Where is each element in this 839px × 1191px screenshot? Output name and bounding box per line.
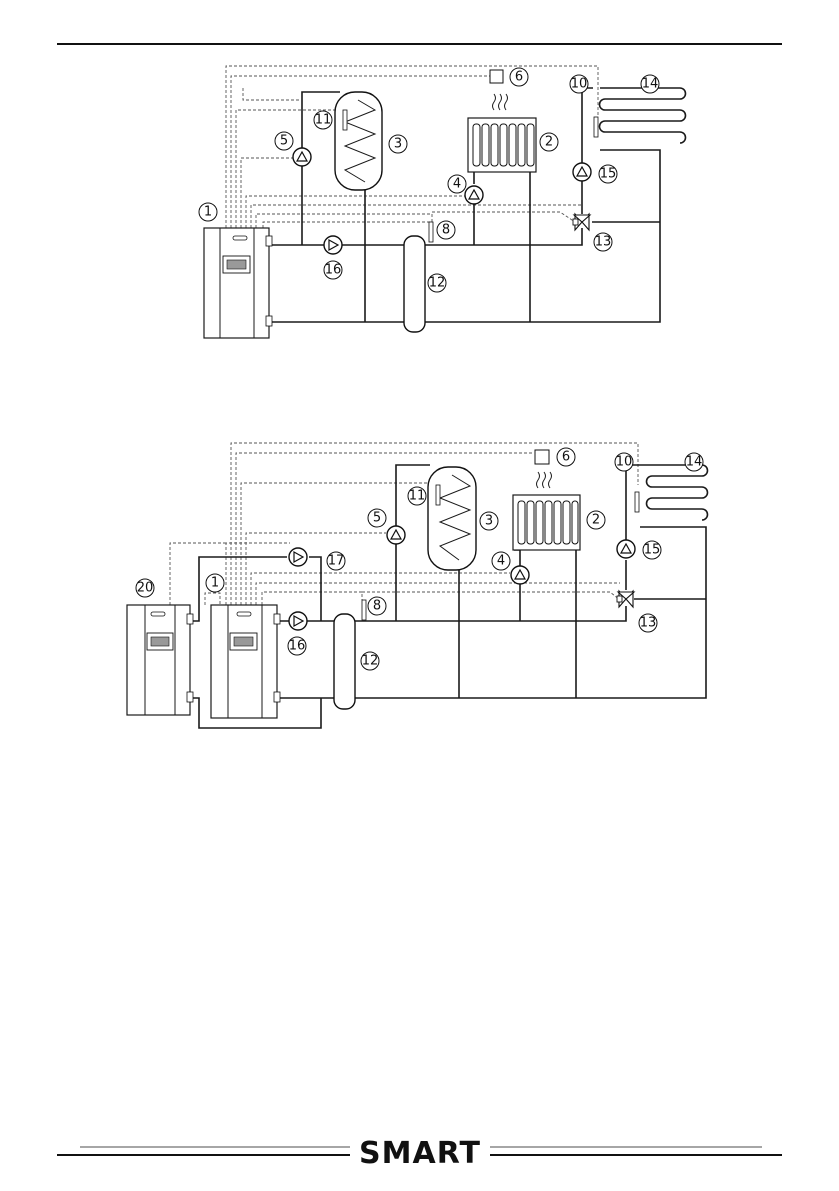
radiator xyxy=(512,471,581,551)
label-radiator: 2 xyxy=(545,135,553,150)
label-pump-floor: 15 xyxy=(644,543,661,558)
diagram-1-labels: 1 2 3 4 5 6 8 10 11 12 13 14 15 16 xyxy=(198,67,660,293)
label-mixing-valve: 13 xyxy=(640,616,657,631)
diagram-2-labels: 1 2 3 4 5 6 8 10 11 12 13 14 15 16 17 20 xyxy=(135,447,704,671)
mixing-valve-icon xyxy=(572,213,591,231)
label-floor-heating: 14 xyxy=(642,77,659,92)
label-pump-tank: 5 xyxy=(280,134,288,149)
tank-pump-icon xyxy=(292,147,312,167)
label-sensor-floor: 10 xyxy=(616,455,633,470)
label-buffer: 12 xyxy=(362,654,379,669)
mixing-valve-icon xyxy=(616,590,635,608)
radiator xyxy=(467,93,537,173)
main-pump-icon xyxy=(323,235,343,255)
buffer-tank xyxy=(403,235,426,333)
piping xyxy=(190,464,707,729)
label-boiler: 1 xyxy=(211,576,219,591)
label-radiator: 2 xyxy=(592,513,600,528)
hot-water-tank xyxy=(334,91,383,191)
main-pump-icon xyxy=(288,611,308,631)
label-floor-heating: 14 xyxy=(686,455,703,470)
buffer-tank xyxy=(333,613,356,710)
label-pump-tank: 5 xyxy=(373,511,381,526)
label-tank: 3 xyxy=(394,137,402,152)
label-pump-main: 16 xyxy=(289,639,306,654)
floor-pump-icon xyxy=(572,162,592,182)
buffer-sensor xyxy=(428,221,434,243)
second-pump-icon xyxy=(288,547,308,567)
label-sensor-buffer: 8 xyxy=(373,599,381,614)
label-sensor-buffer: 8 xyxy=(442,223,450,238)
room-sensor xyxy=(534,449,550,465)
label-sensor-floor: 10 xyxy=(571,77,588,92)
boiler-unit xyxy=(203,227,273,339)
label-tank: 3 xyxy=(485,514,493,529)
footer: SMART xyxy=(57,1136,782,1171)
label-pump-second: 17 xyxy=(328,554,345,569)
buffer-sensor xyxy=(361,599,367,621)
brand-logo: SMART xyxy=(359,1136,481,1171)
label-room-sensor: 6 xyxy=(562,450,570,465)
diagram-2: 1 2 3 4 5 6 8 10 11 12 13 14 15 16 17 20 xyxy=(126,442,709,729)
label-pump-radiator: 4 xyxy=(497,554,505,569)
label-buffer: 12 xyxy=(429,276,446,291)
label-second-boiler: 20 xyxy=(137,581,154,596)
control-wiring xyxy=(225,65,599,228)
second-boiler-unit xyxy=(126,604,194,716)
floor-pump-icon xyxy=(616,539,636,559)
label-mixing-valve: 13 xyxy=(595,235,612,250)
tank-pump-icon xyxy=(386,525,406,545)
label-room-sensor: 6 xyxy=(515,70,523,85)
label-pump-main: 16 xyxy=(325,263,342,278)
control-wiring xyxy=(169,442,639,605)
label-sensor-tank: 11 xyxy=(315,113,332,128)
diagram-1: 1 2 3 4 5 6 8 10 11 12 13 14 15 16 xyxy=(198,65,687,339)
floor-heating-coil xyxy=(593,87,687,144)
radiator-pump-icon xyxy=(510,565,530,585)
hot-water-tank xyxy=(427,466,477,571)
room-sensor xyxy=(489,69,504,84)
label-sensor-tank: 11 xyxy=(409,489,426,504)
boiler-unit xyxy=(210,604,281,719)
label-pump-radiator: 4 xyxy=(453,177,461,192)
label-boiler: 1 xyxy=(204,205,212,220)
radiator-pump-icon xyxy=(464,185,484,205)
label-pump-floor: 15 xyxy=(600,167,617,182)
floor-heating-coil xyxy=(634,464,709,521)
